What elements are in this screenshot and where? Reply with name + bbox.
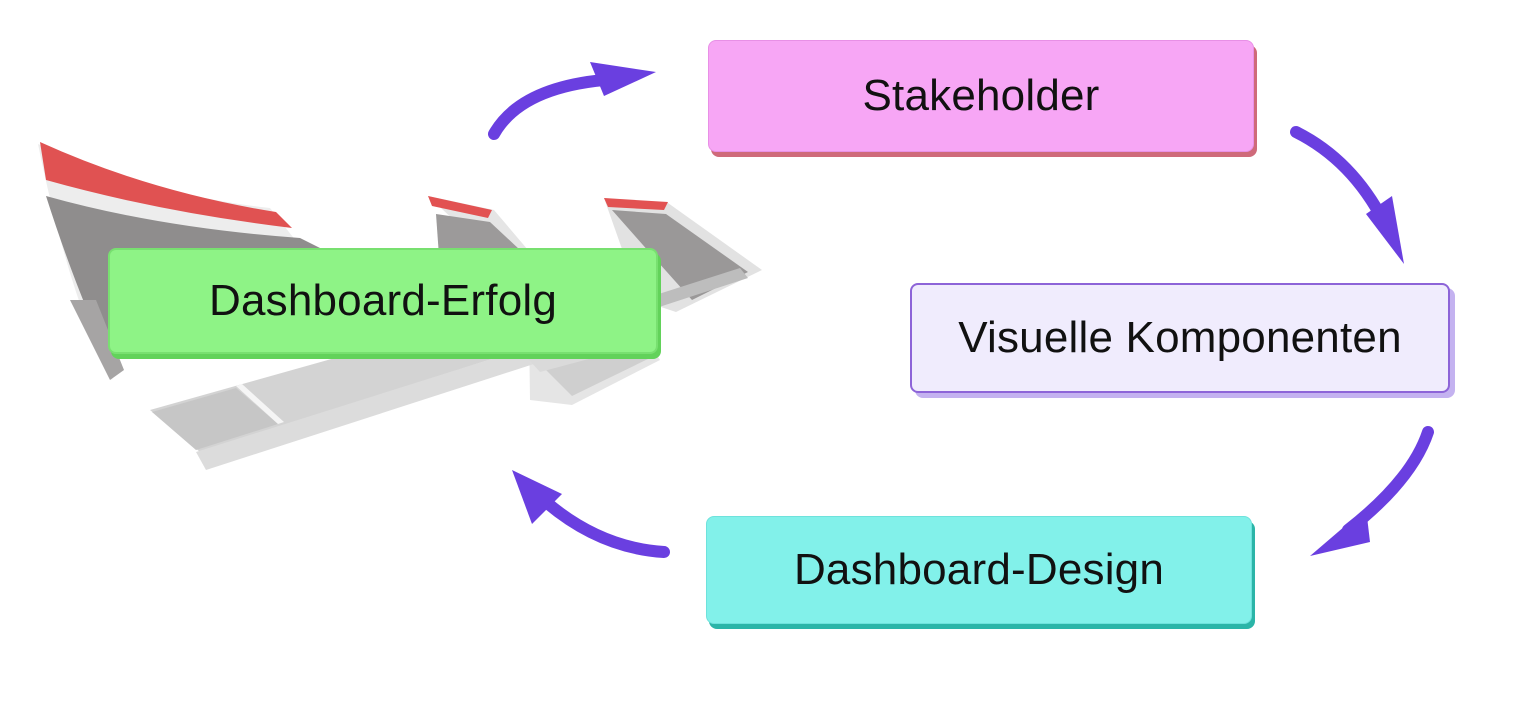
node-visuelle-komponenten-label: Visuelle Komponenten xyxy=(958,313,1402,362)
node-dashboard-design-label: Dashboard-Design xyxy=(793,545,1165,594)
arrow-design-to-erfolg xyxy=(512,470,670,558)
node-dashboard-design: Dashboard-Design xyxy=(706,516,1252,624)
node-stakeholder: Stakeholder xyxy=(708,40,1254,152)
arrow-erfolg-to-stakeholder xyxy=(488,62,656,140)
node-stakeholder-label: Stakeholder xyxy=(862,71,1100,120)
node-dashboard-erfolg-label: Dashboard-Erfolg xyxy=(208,276,558,325)
node-dashboard-erfolg: Dashboard-Erfolg xyxy=(108,248,658,354)
arrow-visuelle-to-design xyxy=(1310,426,1434,556)
arrow-stakeholder-to-visuelle xyxy=(1290,126,1404,264)
node-visuelle-komponenten: Visuelle Komponenten xyxy=(910,283,1450,393)
